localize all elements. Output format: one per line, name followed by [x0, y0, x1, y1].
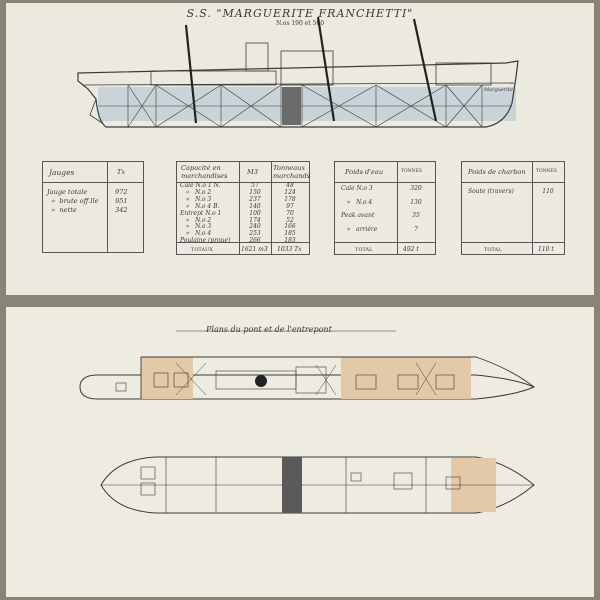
charbon-values: 110	[542, 188, 554, 195]
total-label: TOTAUX	[191, 247, 213, 253]
table-footer	[335, 242, 435, 254]
hold-hatch-2	[140, 482, 156, 496]
header-tonnes: TONNES	[536, 169, 557, 174]
total-label: TOTAL	[484, 247, 502, 253]
table-header	[177, 162, 309, 183]
poids-values: 320 130 35 7	[410, 185, 422, 233]
between-deck-plan	[100, 456, 535, 514]
fore-deck-planking	[341, 357, 471, 399]
hull-outline	[77, 60, 519, 128]
plan-sheet: Plans du pont et de l'entrepont	[6, 307, 594, 597]
table-capacite: Capacité en marchandises M3 Tonneaux mar…	[176, 161, 310, 255]
total-label: TOTAL	[355, 247, 373, 253]
aft-mast	[184, 24, 198, 124]
header-tonnes: TONNES	[401, 169, 422, 174]
table-header	[43, 162, 143, 183]
charbon-labels: Soute (travers)	[468, 188, 514, 195]
header-capacite: Capacité en marchandises	[181, 164, 228, 180]
header-m3: M3	[247, 168, 258, 176]
total-poids: 492 t	[403, 246, 419, 253]
table-footer	[177, 242, 309, 254]
deck-edge	[140, 356, 535, 399]
coal-bunker	[282, 87, 301, 125]
hatch-5	[435, 374, 455, 390]
hold-hatch-4	[393, 472, 413, 490]
hold-tint	[98, 87, 516, 121]
hatch-3	[355, 374, 377, 390]
bow-name: Marguerite	[484, 87, 513, 93]
bulkheads	[165, 457, 427, 513]
jauges-values: 972 951 342	[115, 188, 128, 214]
upper-deck-plan	[79, 356, 536, 400]
capacite-m3-values: 57 150 237 140 100 174 240 253 266	[249, 182, 261, 245]
header-jauges: Jauges	[49, 168, 75, 177]
header-charbon: Poids de charbon	[468, 168, 526, 176]
forecastle-house	[435, 62, 492, 86]
header-tx: Tx	[117, 168, 126, 176]
total-tonneaux: 1033 Tx	[277, 246, 302, 253]
hatch-4	[397, 374, 419, 390]
plan-title: Plans du pont et de l'entrepont	[206, 325, 332, 334]
elevation-sheet: S.S. "MARGUERITE FRANCHETTI" N.os 190 et…	[6, 3, 594, 295]
capacite-labels: Cale N.o 1 N. » N.o 2 » N.o 3 » N.o 4 B.…	[180, 182, 231, 245]
hatch-1	[153, 372, 169, 388]
jauges-labels: Jauge totale » brute off.lle » nette	[47, 188, 99, 214]
funnel	[245, 42, 269, 72]
table-charbon: Poids de charbon TONNES Soute (travers) …	[461, 161, 565, 255]
hold-divisions	[98, 84, 512, 128]
rudder	[89, 98, 103, 124]
main-mast	[316, 16, 336, 122]
hatch-2	[173, 372, 189, 388]
funnel-top	[255, 375, 267, 387]
deckhouse	[280, 50, 334, 86]
header-tonneaux: Tonneaux marchands	[273, 164, 311, 180]
aft-deck-planking	[141, 357, 193, 399]
total-charbon: 110 t	[538, 246, 554, 253]
table-poids-eau: Poids d'eau TONNES Cale N.o 3 » N.o 4 Pe…	[334, 161, 436, 255]
deck-outline	[79, 374, 536, 400]
total-m3: 1621 m3	[241, 246, 268, 253]
drawing-subtitle: N.os 190 et 560	[275, 20, 325, 27]
poids-labels: Cale N.o 3 » N.o 4 Peak avant » arrière	[341, 185, 378, 233]
hold-hatch-1	[140, 466, 156, 480]
bridge-house	[295, 366, 327, 394]
ship-plans	[79, 330, 536, 514]
ship-side-elevation	[77, 16, 519, 128]
capacite-tonneaux-values: 48 124 178 97 70 52 166 185 183	[284, 182, 296, 245]
header-poids-eau: Poids d'eau	[345, 168, 384, 176]
rigging-lines	[175, 362, 437, 396]
aft-hatch	[115, 382, 127, 392]
table-footer	[462, 242, 564, 254]
table-header	[462, 162, 564, 183]
fore-mast	[412, 18, 438, 122]
hold-hatch-5	[445, 476, 461, 490]
superstructure	[150, 70, 277, 86]
drawing-title: S.S. "MARGUERITE FRANCHETTI"	[186, 7, 414, 20]
table-jauges: Jauges Tx Jauge totale » brute off.lle »…	[42, 161, 144, 253]
coal-bunker-plan	[282, 457, 302, 513]
hold-hatch-3	[350, 472, 362, 482]
table-header	[335, 162, 435, 183]
